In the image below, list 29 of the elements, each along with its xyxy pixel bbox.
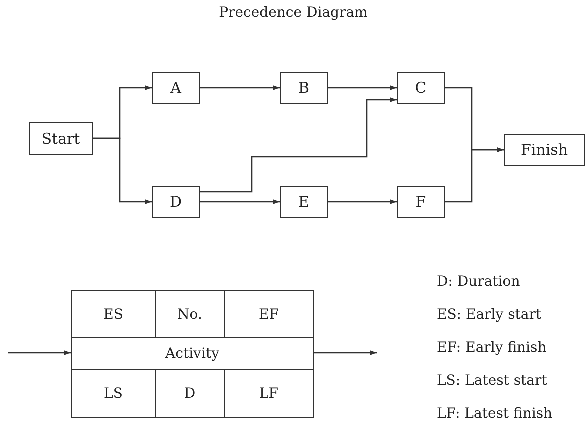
legend-text: LF: Latest finish (437, 406, 553, 422)
legend-text: EF: Early finish (437, 340, 547, 356)
table-cell: LS (71, 369, 156, 418)
arrow (328, 86, 397, 90)
activity-box: A (152, 72, 200, 104)
arrow (200, 98, 397, 193)
legend-text: ES: Early start (437, 307, 542, 323)
legend-text: LS: Latest start (437, 373, 548, 389)
table-cell: ES (71, 290, 156, 339)
table-cell: LF (224, 369, 314, 418)
activity-box: D (152, 186, 200, 218)
arrow (445, 148, 504, 203)
arrow (200, 200, 280, 204)
activity-box: Start (29, 122, 93, 155)
activity-box: F (397, 186, 445, 218)
activity-box: Finish (504, 134, 585, 166)
activity-box: E (280, 186, 328, 218)
table-cell: D (155, 369, 225, 418)
arrow (8, 350, 71, 356)
legend-text: D: Duration (437, 274, 520, 290)
arrow (313, 350, 377, 356)
table-cell: EF (224, 290, 314, 339)
table-cell: Activity (71, 337, 314, 371)
diagram-title: Precedence Diagram (218, 5, 369, 21)
arrow (93, 138, 152, 204)
arrow (200, 86, 280, 90)
arrow (328, 200, 397, 204)
activity-box: C (397, 72, 445, 104)
activity-box: B (280, 72, 328, 104)
